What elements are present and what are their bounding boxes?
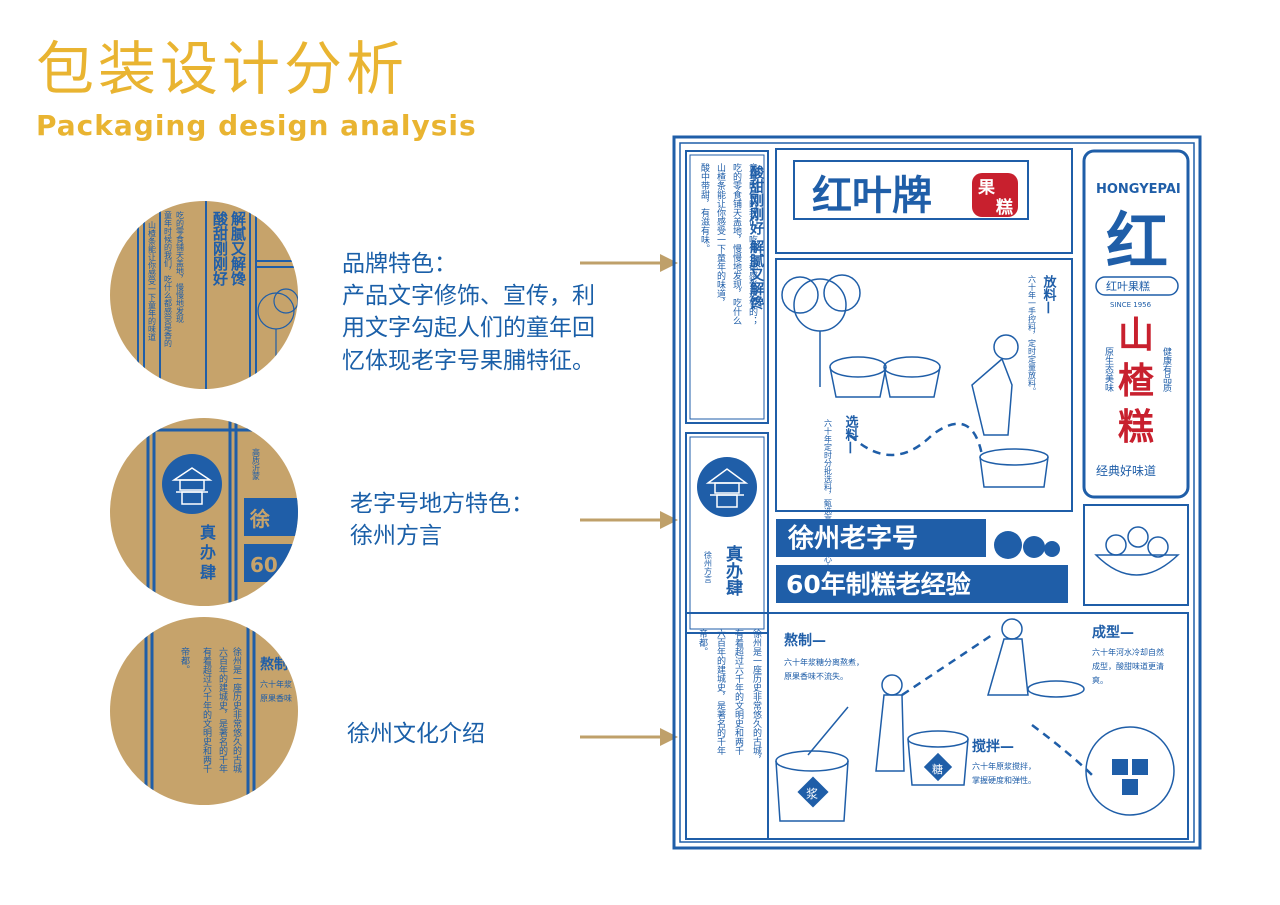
svg-text:山楂条能让你感受一下童年的味道: 山楂条能让你感受一下童年的味道 — [148, 220, 157, 342]
svg-text:解腻又解馋: 解腻又解馋 — [229, 210, 247, 287]
side-text-left: 原生态美味 — [1103, 347, 1114, 393]
pot-label-2: 糖 — [932, 762, 943, 776]
step-jiaoban-desc-1: 六十年原浆搅拌， — [972, 761, 1036, 771]
step-aozhi-desc-1: 六十年浆糖分离熬煮， — [784, 657, 864, 667]
svg-text:酸甜刚刚好: 酸甜刚刚好 — [211, 210, 229, 287]
side-text-right: 健康有品质 — [1161, 346, 1172, 393]
zhen-label: 真办肆 — [722, 544, 743, 597]
tree-icon — [781, 274, 861, 387]
svg-text:60: 60 — [250, 553, 278, 577]
callout-dialect-title: 老字号地方特色： — [350, 491, 534, 517]
svg-text:六十年浆: 六十年浆 — [260, 679, 292, 689]
callout-dialect-line: 徐州方言 — [350, 523, 442, 550]
callout-culture: 徐州文化介绍 — [347, 718, 485, 750]
step-chengxing: 成型— — [1092, 624, 1134, 641]
step-xuanliao-desc: 六十年定时分批选料，甄选高质沂蒙红心山楂。 — [824, 418, 833, 587]
arrow-right-icon — [580, 254, 678, 272]
fruit-icon — [994, 531, 1060, 559]
page-subtitle: Packaging design analysis — [36, 109, 477, 142]
callout-brand: 品牌特色： 产品文字修饰、宣传，利 用文字勾起人们的童年回 忆体现老字号果脯特征… — [342, 248, 595, 377]
package-design: 童年时候的我们，吃什么都感觉是香的； 吃的零食铺天盖地，慢慢地发现，吃什么 山楂… — [672, 135, 1202, 850]
detail-circle-slogan: 山楂条能让你感受一下童年的味道 童年时候的我们，吃什么都感觉是香的 吃的零食铺天… — [110, 201, 298, 389]
svg-text:熬制: 熬制 — [260, 656, 288, 673]
svg-text:山楂条能让你感受一下童年的味道，: 山楂条能让你感受一下童年的味道， — [715, 163, 726, 307]
svg-text:徐: 徐 — [249, 507, 270, 531]
svg-text:帝都。: 帝都。 — [697, 628, 708, 656]
callout-brand-title: 品牌特色： — [342, 251, 457, 277]
step-chengxing-desc-3: 爽。 — [1092, 676, 1108, 685]
svg-text:酸中带甜，有滋有味。: 酸中带甜，有滋有味。 — [699, 163, 710, 253]
callout-brand-line: 产品文字修饰、宣传，利 — [342, 283, 595, 310]
banner-1: 徐州老字号 — [787, 523, 918, 554]
callout-dialect: 老字号地方特色： 徐州方言 — [350, 488, 534, 552]
svg-text:童年时候的我们，吃什么都感觉是香的: 童年时候的我们，吃什么都感觉是香的 — [164, 210, 173, 348]
svg-text:帝都。: 帝都。 — [179, 646, 190, 674]
step-aozhi-desc-2: 原果香味不流失。 — [784, 671, 848, 681]
svg-text:高质沂蒙: 高质沂蒙 — [252, 447, 261, 480]
step-fangliao: 放料— — [1041, 274, 1058, 314]
page-title: 包装设计分析 — [36, 35, 409, 103]
arrow-right-icon — [580, 511, 678, 529]
svg-text:吃的零食铺天盖地，慢慢地发现: 吃的零食铺天盖地，慢慢地发现 — [176, 210, 185, 324]
svg-text:徐州是一座历史非常悠久的古城: 徐州是一座历史非常悠久的古城 — [231, 646, 242, 774]
arrow-right-icon — [580, 728, 678, 746]
tree-icon — [257, 288, 298, 361]
svg-text:六百年的建城史，是著名的千年: 六百年的建城史，是著名的千年 — [715, 628, 726, 756]
childhood-text-col: 童年时候的我们，吃什么都感觉是香的； — [747, 162, 758, 325]
logo-sub: 红叶果糕 — [1106, 279, 1150, 293]
svg-text:六百年的建城史，是著名的千年: 六百年的建城史，是著名的千年 — [217, 646, 228, 774]
product-char-3: 糕 — [1118, 407, 1154, 448]
step-chengxing-desc-1: 六十年河水冷却自然 — [1092, 647, 1164, 657]
tagline-bottom: 经典好味道 — [1096, 464, 1156, 478]
brand-name: 红叶牌 — [812, 173, 932, 219]
fruit-icon — [1094, 526, 1180, 576]
pagoda-icon — [705, 468, 749, 508]
svg-text:有着超过六千年的文明史和两千: 有着超过六千年的文明史和两千 — [733, 628, 744, 756]
pagoda-icon — [171, 467, 213, 505]
svg-text:有着超过六千年的文明史和两千: 有着超过六千年的文明史和两千 — [201, 646, 212, 774]
detail-circle-culture: 帝都。 有着超过六千年的文明史和两千 六百年的建城史，是著名的千年 徐州是一座历… — [110, 617, 298, 805]
svg-text:肆: 肆 — [200, 563, 216, 582]
banner-2: 60年制糕老经验 — [786, 570, 971, 599]
svg-text:糕: 糕 — [996, 197, 1013, 218]
step-fangliao-desc: 六十年一手控料，定时定量放料。 — [1028, 274, 1037, 395]
dialect-sub: 徐州方言 — [704, 550, 713, 584]
callout-culture-title: 徐州文化介绍 — [347, 721, 485, 747]
slogan-vertical: 酸甜刚刚好 解腻又解馋 — [748, 164, 765, 311]
detail-circle-dialect: 真 办 肆 徐 60 高质沂蒙 — [110, 418, 298, 606]
brand-en: HONGYEPAI — [1096, 182, 1181, 197]
logo-char: 红 — [1106, 205, 1168, 278]
svg-text:真: 真 — [200, 523, 216, 542]
step-chengxing-desc-2: 成型，酸甜味道更清 — [1092, 661, 1164, 671]
callout-brand-line: 用文字勾起人们的童年回 — [342, 315, 595, 342]
culture-text-col: 徐州是一座历史非常悠久的古城， — [751, 628, 762, 764]
since-label: SINCE 1956 — [1110, 301, 1152, 309]
pot-label-1: 浆 — [806, 786, 818, 801]
step-jiaoban: 搅拌— — [972, 738, 1014, 755]
svg-text:办: 办 — [200, 543, 216, 562]
step-jiaoban-desc-2: 掌握硬度和弹性。 — [972, 775, 1036, 785]
svg-text:吃的零食铺天盖地，慢慢地发现，吃什么: 吃的零食铺天盖地，慢慢地发现，吃什么 — [731, 162, 742, 325]
product-char-2: 楂 — [1118, 361, 1154, 402]
callout-brand-line: 忆体现老字号果脯特征。 — [342, 347, 595, 374]
svg-text:果: 果 — [978, 178, 995, 198]
step-aozhi: 熬制— — [784, 632, 826, 649]
product-char-1: 山 — [1118, 315, 1154, 356]
svg-text:原果香味: 原果香味 — [260, 693, 292, 703]
step-xuanliao: 选料— — [843, 414, 859, 454]
